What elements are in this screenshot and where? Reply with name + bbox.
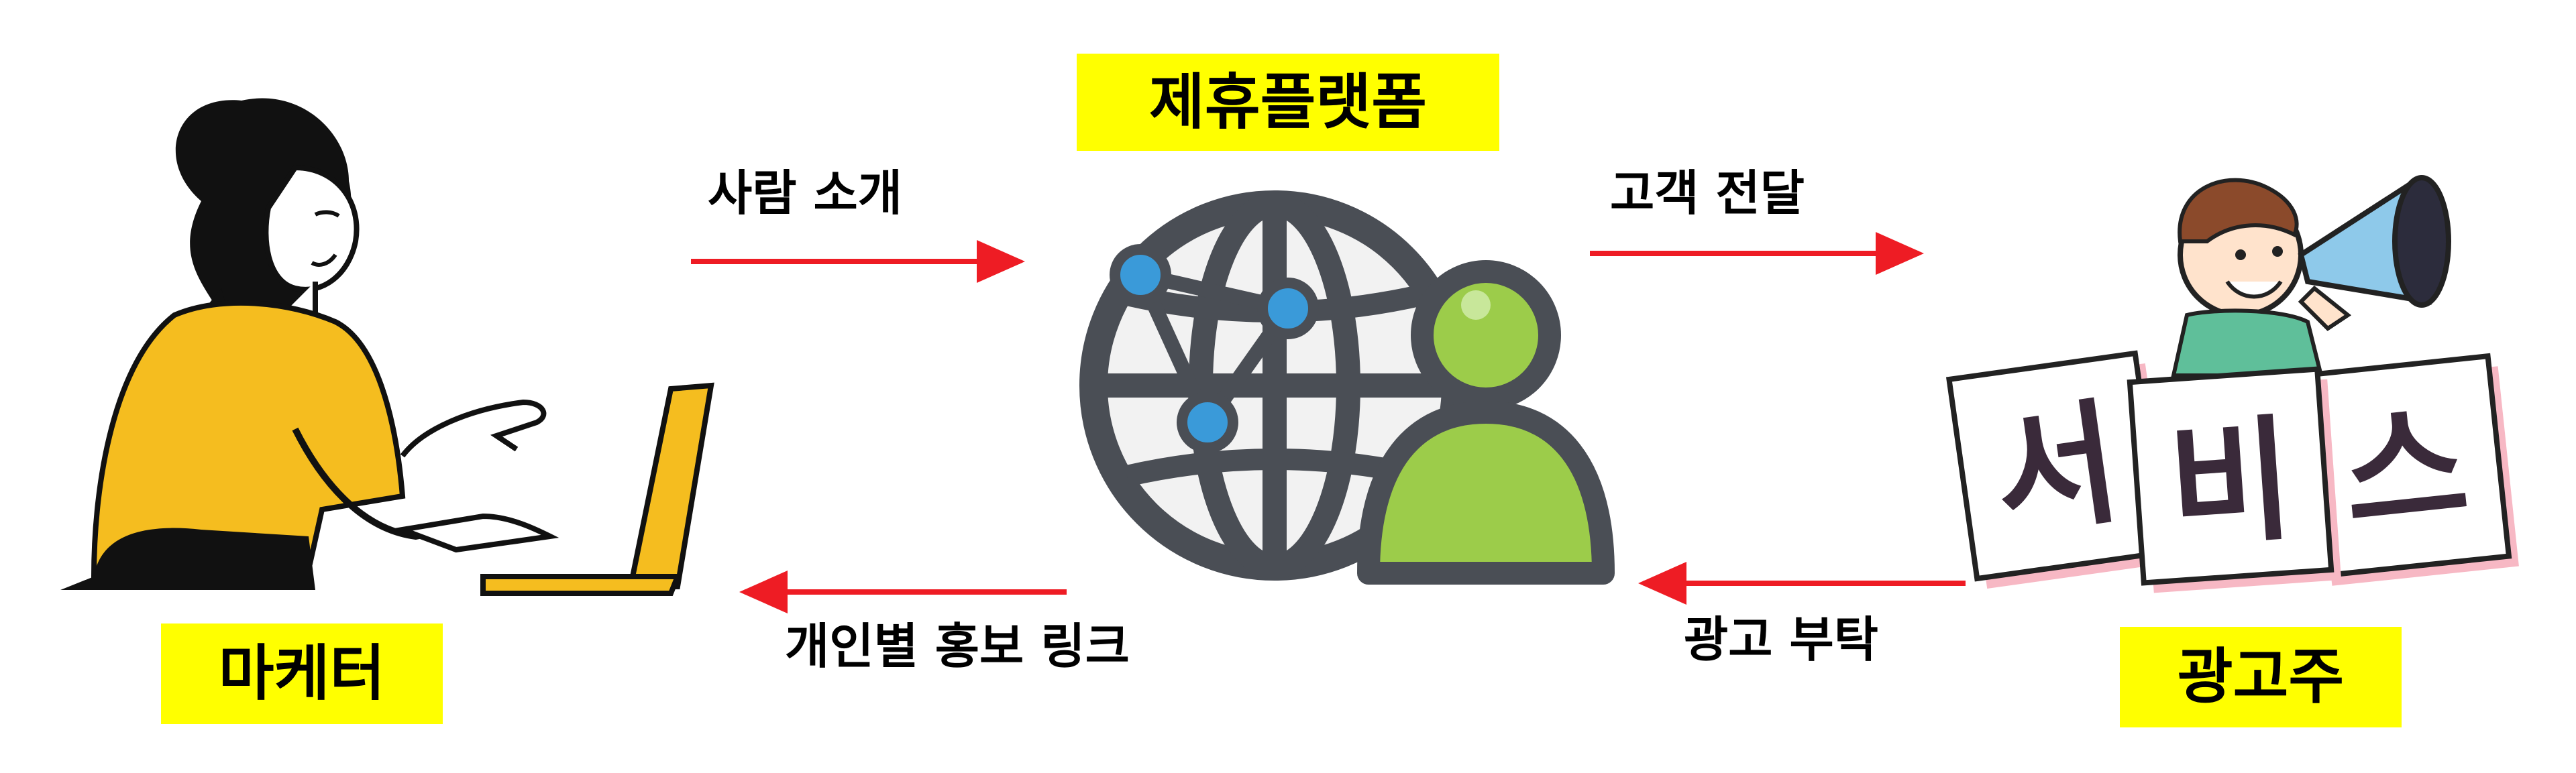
card-1: 서 [1945,350,2174,589]
card-1-glyph: 서 [1985,384,2129,556]
platform-icon [1079,190,1615,585]
marketer-label: 마케터 [161,623,443,724]
edge-label-link: 개인별 홍보 링크 [785,618,1130,674]
edge-label-deliver: 고객 전달 [1610,165,1805,221]
edge-label-intro: 사람 소개 [708,165,903,221]
advertiser-label: 광고주 [2120,627,2402,727]
advertiser-illustration: 서 스 비 [1945,175,2519,593]
card-2: 비 [2127,366,2342,593]
platform-label: 제휴플랫폼 [1077,54,1499,151]
edge-label-request: 광고 부탁 [1684,611,1879,668]
card-3: 스 [2298,353,2519,586]
card-2-glyph: 비 [2164,402,2298,566]
card-3-glyph: 스 [2336,386,2475,554]
marketer-illustration [60,98,714,596]
